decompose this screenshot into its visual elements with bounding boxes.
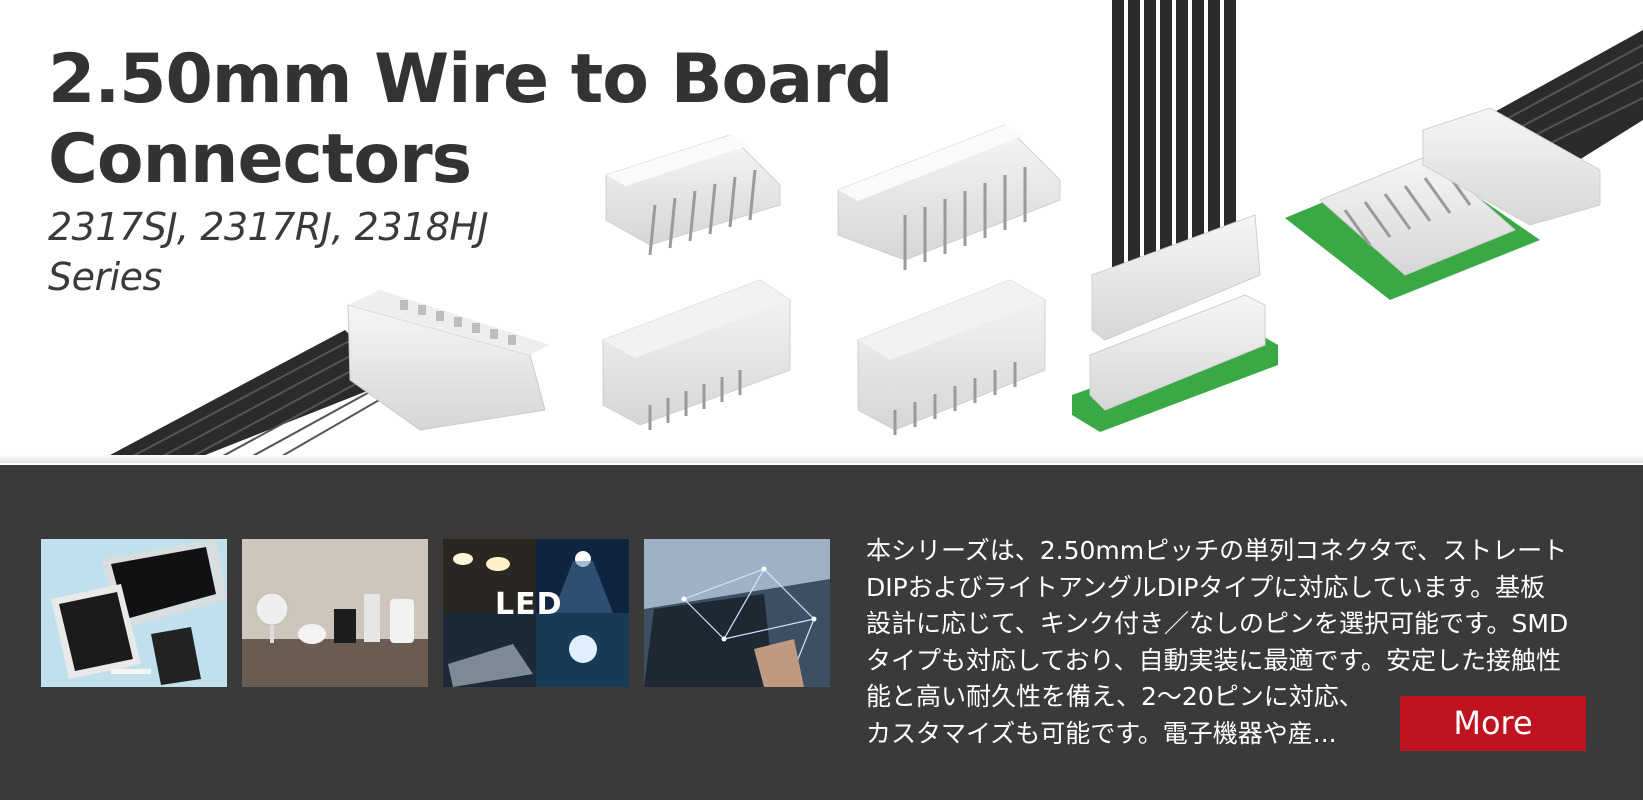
description-line: タイプも対応しており、自動実装に最適です。安定した接触性 [866, 645, 1562, 675]
cable-assembly-right [1422, 30, 1643, 226]
subtitle-line-2: Series [48, 255, 162, 299]
series-subtitle: 2317SJ, 2317RJ, 2318HJ Series [48, 202, 489, 302]
right-angle-header-small [605, 134, 781, 256]
description-line: DIPおよびライトアングルDIPタイプに対応しています。基板 [866, 572, 1546, 602]
description-line: カスタマイズも可能です。電子機器や産... [866, 718, 1337, 748]
automotive-touchscreen-photo [644, 539, 830, 687]
subtitle-line-1: 2317SJ, 2317RJ, 2318HJ [48, 205, 489, 249]
connectors-product-illustration [95, 0, 1643, 463]
right-angle-header-large [837, 124, 1061, 270]
more-button[interactable]: More [1400, 696, 1586, 751]
led-label: LED [495, 587, 563, 622]
description-line: 設計に応じて、キンク付き／なしのピンを選択可能です。SMD [866, 609, 1569, 638]
straight-header-small [602, 279, 791, 430]
description-line: 能と高い耐久性を備え、2〜20ピンに対応、 [866, 682, 1364, 711]
product-description: 本シリーズは、2.50mmピッチの単列コネクタで、ストレート DIPおよびライト… [866, 533, 1611, 752]
page-title: 2.50mm Wire to Board Connectors [48, 40, 893, 200]
hero-divider-shadow [0, 455, 1643, 463]
hero-banner: 2.50mm Wire to Board Connectors 2317SJ, … [0, 0, 1643, 463]
description-line: 本シリーズは、2.50mmピッチの単列コネクタで、ストレート [866, 536, 1568, 565]
home-appliances-photo [242, 539, 428, 687]
title-line-1: 2.50mm Wire to Board [48, 40, 893, 119]
title-line-2: Connectors [48, 120, 472, 199]
laptop-tablet-phone-photo [41, 539, 227, 687]
straight-header-large [857, 279, 1046, 435]
cable-assembly-left [95, 290, 550, 463]
vertical-cable-assembly [1072, 0, 1278, 432]
led-lighting-photo: LED [443, 539, 629, 687]
pcb-right-angle-header [1285, 154, 1540, 300]
